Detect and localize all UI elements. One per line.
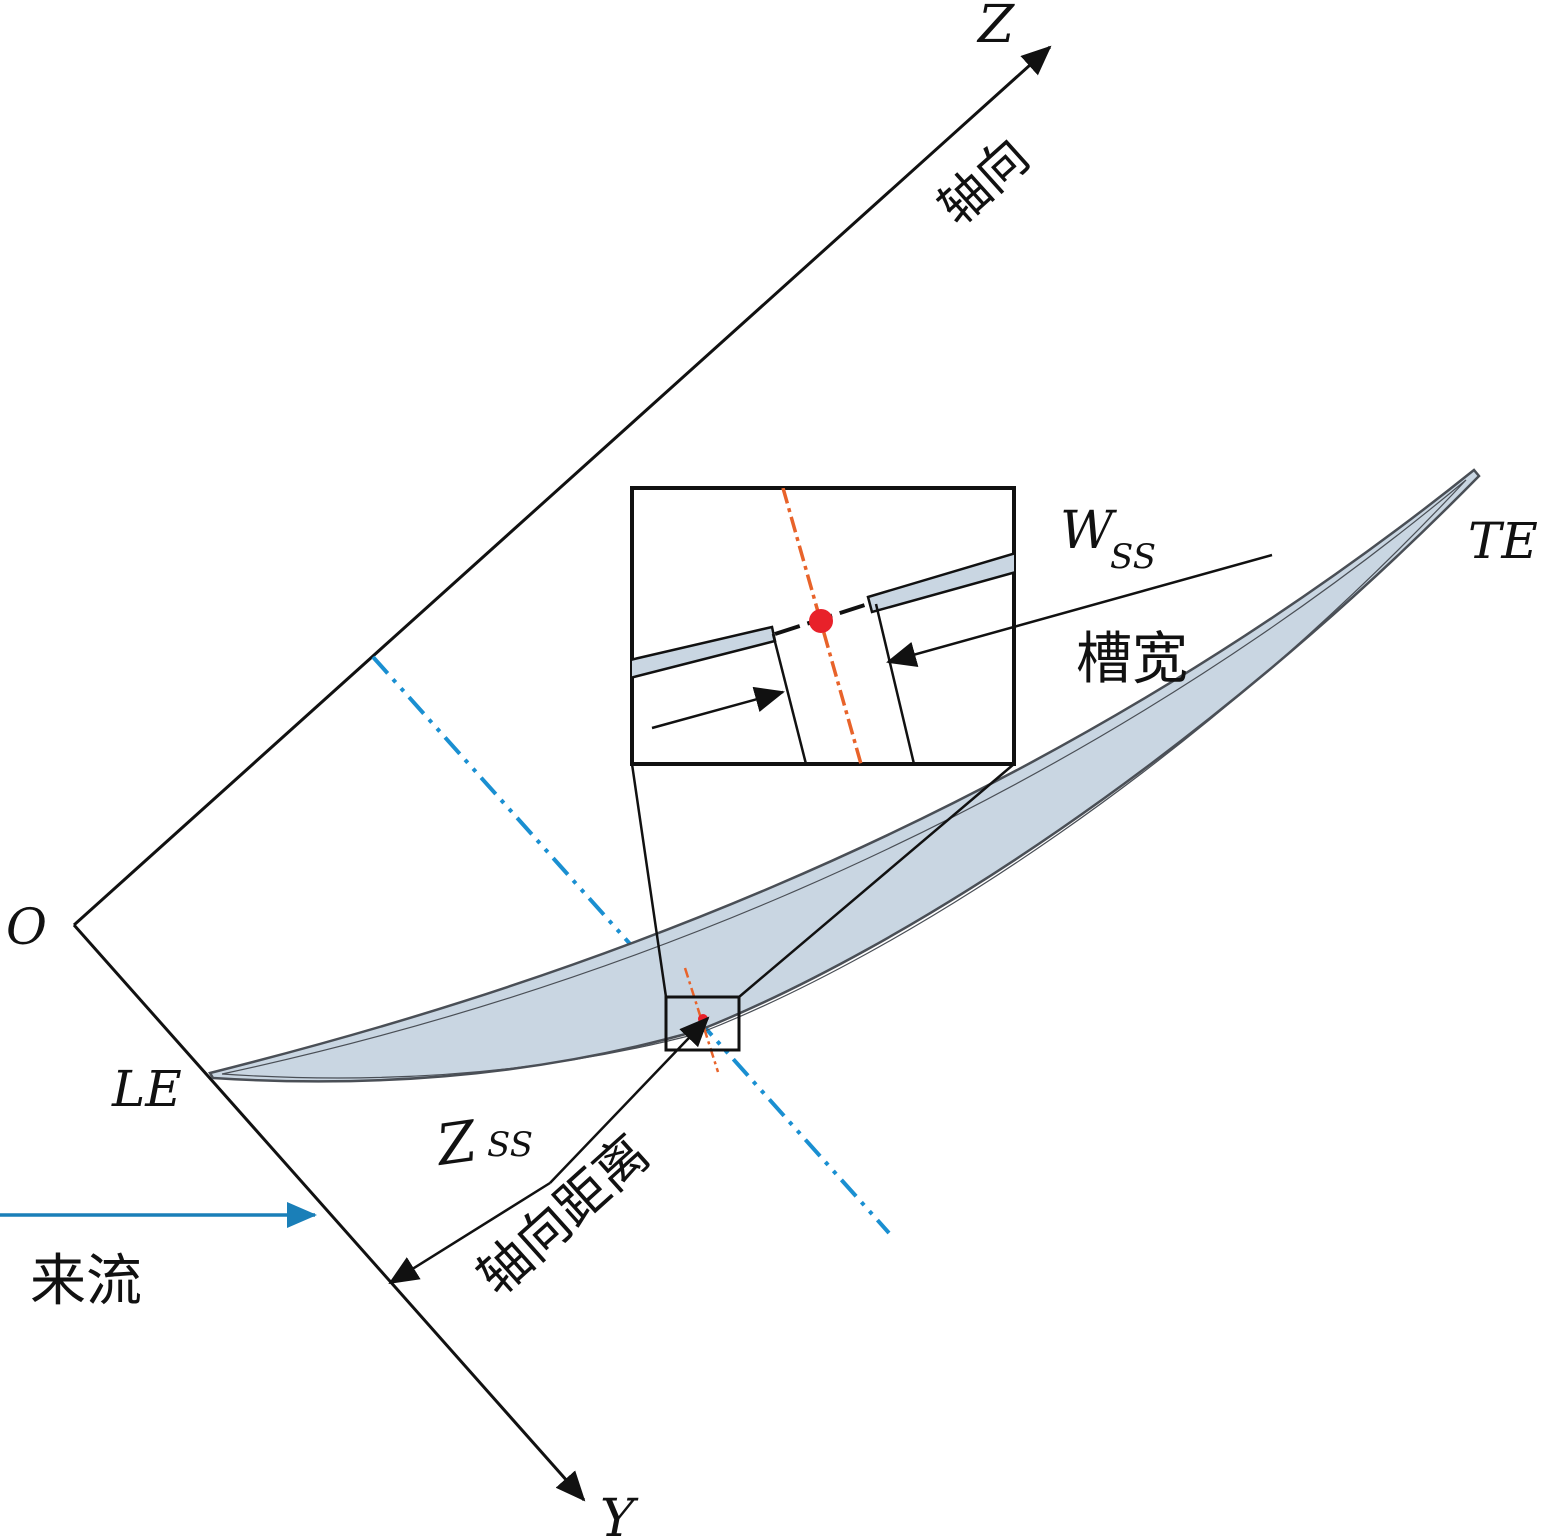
zoom-connector-left [630,763,668,998]
slot-width-leader [886,553,1273,668]
zoom-region-box [664,995,741,1052]
axial-distance-arrow-a [388,1181,551,1285]
leading-edge-label: LE [111,1060,182,1118]
y-axis-label: Y [600,1489,639,1539]
axial-distance-symbol: Z [431,1109,482,1179]
zoom-connector-right [738,763,1015,998]
slot-width-symbol-subscript: SS [1110,537,1156,577]
trailing-edge-label: TE [1468,512,1538,570]
slot-width-symbol: W [1060,501,1117,561]
slot-width-label: 槽宽 [1076,627,1188,692]
incoming-flow-label: 来流 [30,1249,142,1314]
z-axis-line [72,45,1052,927]
zoom-inset [630,486,1016,766]
axial-distance-symbol-subscript: SS [487,1125,533,1165]
y-axis-line [72,924,586,1502]
blade-inner-line [221,479,1467,1079]
slot-centerline-small [683,967,720,1073]
slot-marker-large [809,609,833,633]
z-axis-label: Z [976,0,1015,55]
axial-distance-arrow-b [549,1016,710,1184]
origin-label: O [6,898,47,956]
